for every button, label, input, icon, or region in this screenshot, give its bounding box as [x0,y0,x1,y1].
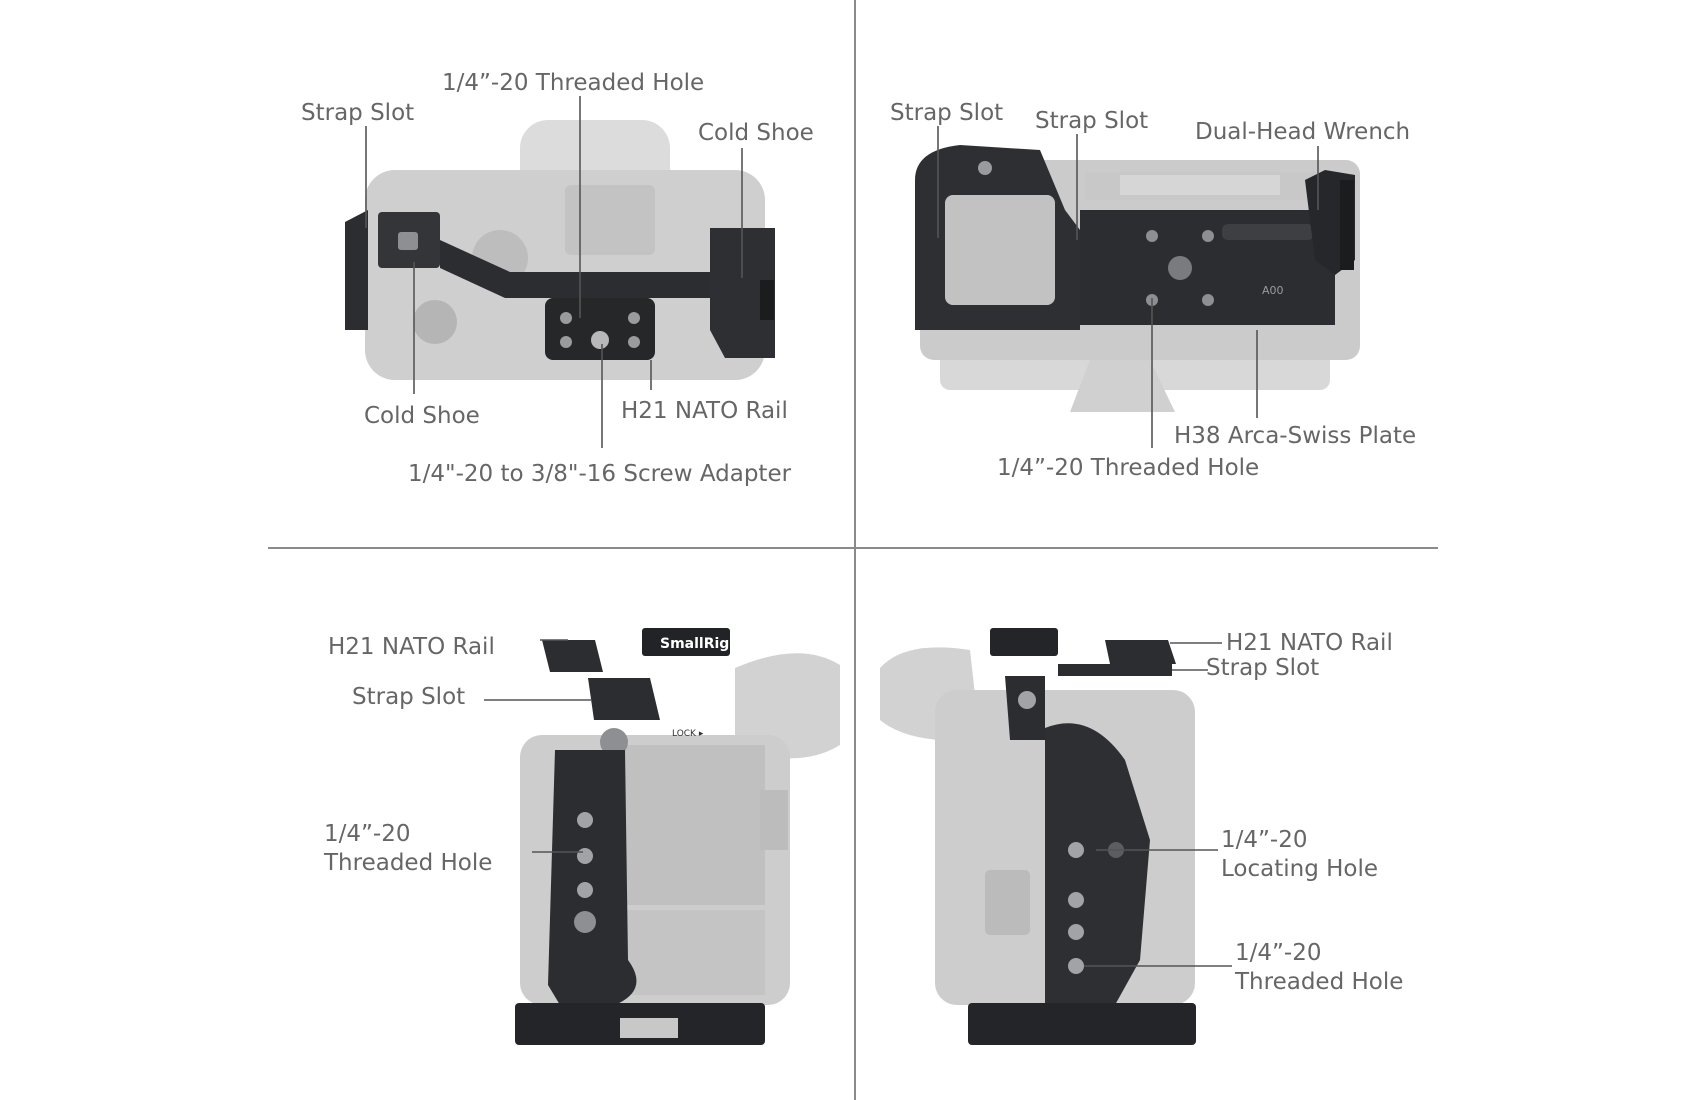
label-strap-slot: Strap Slot [301,100,415,126]
label-locating-hole-line2: Locating Hole [1221,856,1379,882]
label-strap-slot-mid: Strap Slot [1035,108,1149,134]
label-threaded-hole-line1: 1/4”-20 [1235,940,1322,966]
divider-horizontal [268,547,1438,549]
label-cold-shoe-left: Cold Shoe [364,403,480,429]
label-cold-shoe-right: Cold Shoe [698,120,814,146]
divider-vertical [854,0,856,1100]
label-threaded-hole: 1/4”-20 Threaded Hole [442,70,705,96]
label-strap-slot: Strap Slot [352,684,466,710]
label-nato-rail: H21 NATO Rail [1226,630,1393,656]
cage-top-view-icon [345,120,775,380]
cage-bottom-view-icon [915,145,1360,412]
label-arca-swiss-plate: H38 Arca-Swiss Plate [1174,423,1417,449]
cage-left-view-icon [515,628,840,1045]
top-right-leaders [937,126,1319,448]
label-nato-rail: H21 NATO Rail [621,398,788,424]
label-threaded-hole-line2: Threaded Hole [1235,969,1404,995]
top-left-leaders [365,96,743,448]
label-strap-slot: Strap Slot [1206,655,1320,681]
label-locating-hole-line1: 1/4”-20 [1221,827,1308,853]
plate-mark-text: A00 [1262,284,1284,297]
label-threaded-hole: 1/4”-20 Threaded Hole [997,455,1260,481]
lock-marking-text: LOCK ▸ [672,729,704,739]
bottom-right-leaders [1084,642,1232,967]
label-screw-adapter: 1/4"-20 to 3/8"-16 Screw Adapter [408,461,792,487]
label-threaded-hole-line1: 1/4”-20 [324,821,411,847]
label-dual-head-wrench: Dual-Head Wrench [1195,119,1411,145]
brand-marking-text: SmallRig [660,636,729,652]
bottom-left-leaders [484,639,592,853]
cage-right-view-icon [880,628,1196,1045]
label-strap-slot-left: Strap Slot [890,100,1004,126]
label-threaded-hole-line2: Threaded Hole [324,850,493,876]
label-nato-rail: H21 NATO Rail [328,634,495,660]
